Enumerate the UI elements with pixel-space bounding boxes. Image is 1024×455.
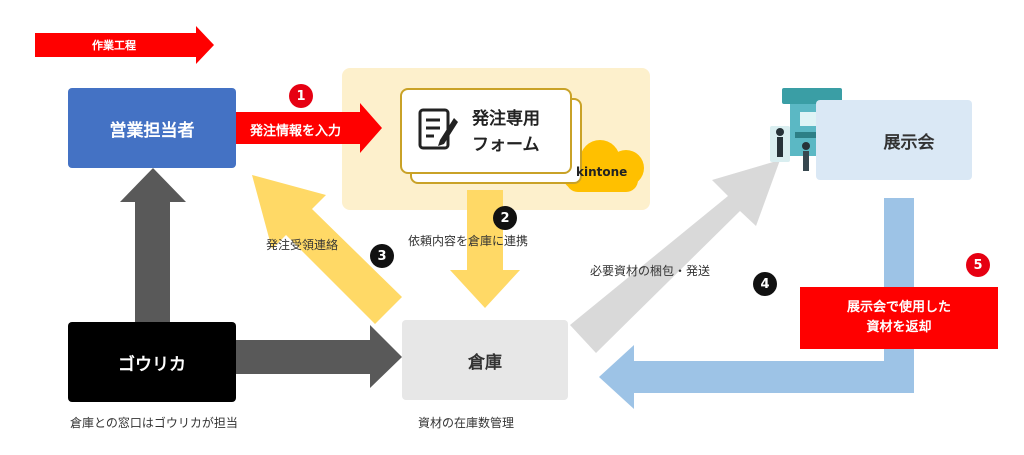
form-edit-icon [418, 108, 458, 150]
return-box-line1: 展示会で使用した [846, 300, 951, 315]
gourika-to-sales-arrow [120, 168, 186, 323]
gourika-node-label: ゴウリカ [118, 354, 186, 375]
form-card: 発注専用 フォーム [400, 88, 572, 174]
receipt-notice-arrow [252, 175, 402, 324]
step-2-badge: 2 [493, 206, 517, 230]
sales-node-label: 営業担当者 [109, 120, 195, 141]
gourika-node: ゴウリカ [68, 322, 236, 402]
step-3-badge: 3 [370, 244, 394, 268]
return-box: 展示会で使用した 資材を返却 [800, 287, 998, 349]
pack-ship-label: 必要資材の梱包・発送 [590, 264, 711, 278]
step-4-badge: 4 [753, 272, 777, 296]
order-input-label: 発注情報を入力 [250, 124, 342, 139]
step-1-badge: 1 [289, 84, 313, 108]
inventory-caption: 資材の在庫数管理 [418, 416, 515, 430]
receipt-notice-label: 発注受領連絡 [266, 238, 339, 252]
kintone-label: kintone [576, 165, 628, 179]
form-title-2: フォーム [472, 135, 540, 155]
warehouse-node-label: 倉庫 [468, 352, 502, 373]
sales-node: 営業担当者 [68, 88, 236, 168]
pack-ship-arrow [570, 160, 780, 353]
exhibition-node-label: 展示会 [883, 132, 935, 153]
legend-label: 作業工程 [92, 39, 136, 52]
link-request-label: 依頼内容を倉庫に連携 [408, 234, 529, 248]
gourika-to-warehouse-arrow [236, 325, 402, 388]
step-5-badge: 5 [966, 253, 990, 277]
warehouse-node: 倉庫 [402, 320, 568, 400]
order-input-arrow [236, 103, 382, 153]
form-title: 発注専用 [472, 109, 540, 129]
return-box-line2: 資材を返却 [866, 320, 932, 335]
gourika-note: 倉庫との窓口はゴウリカが担当 [70, 416, 238, 430]
exhibition-node: 展示会 [816, 100, 972, 180]
return-arrow [599, 198, 914, 409]
legend-arrow [35, 26, 214, 64]
